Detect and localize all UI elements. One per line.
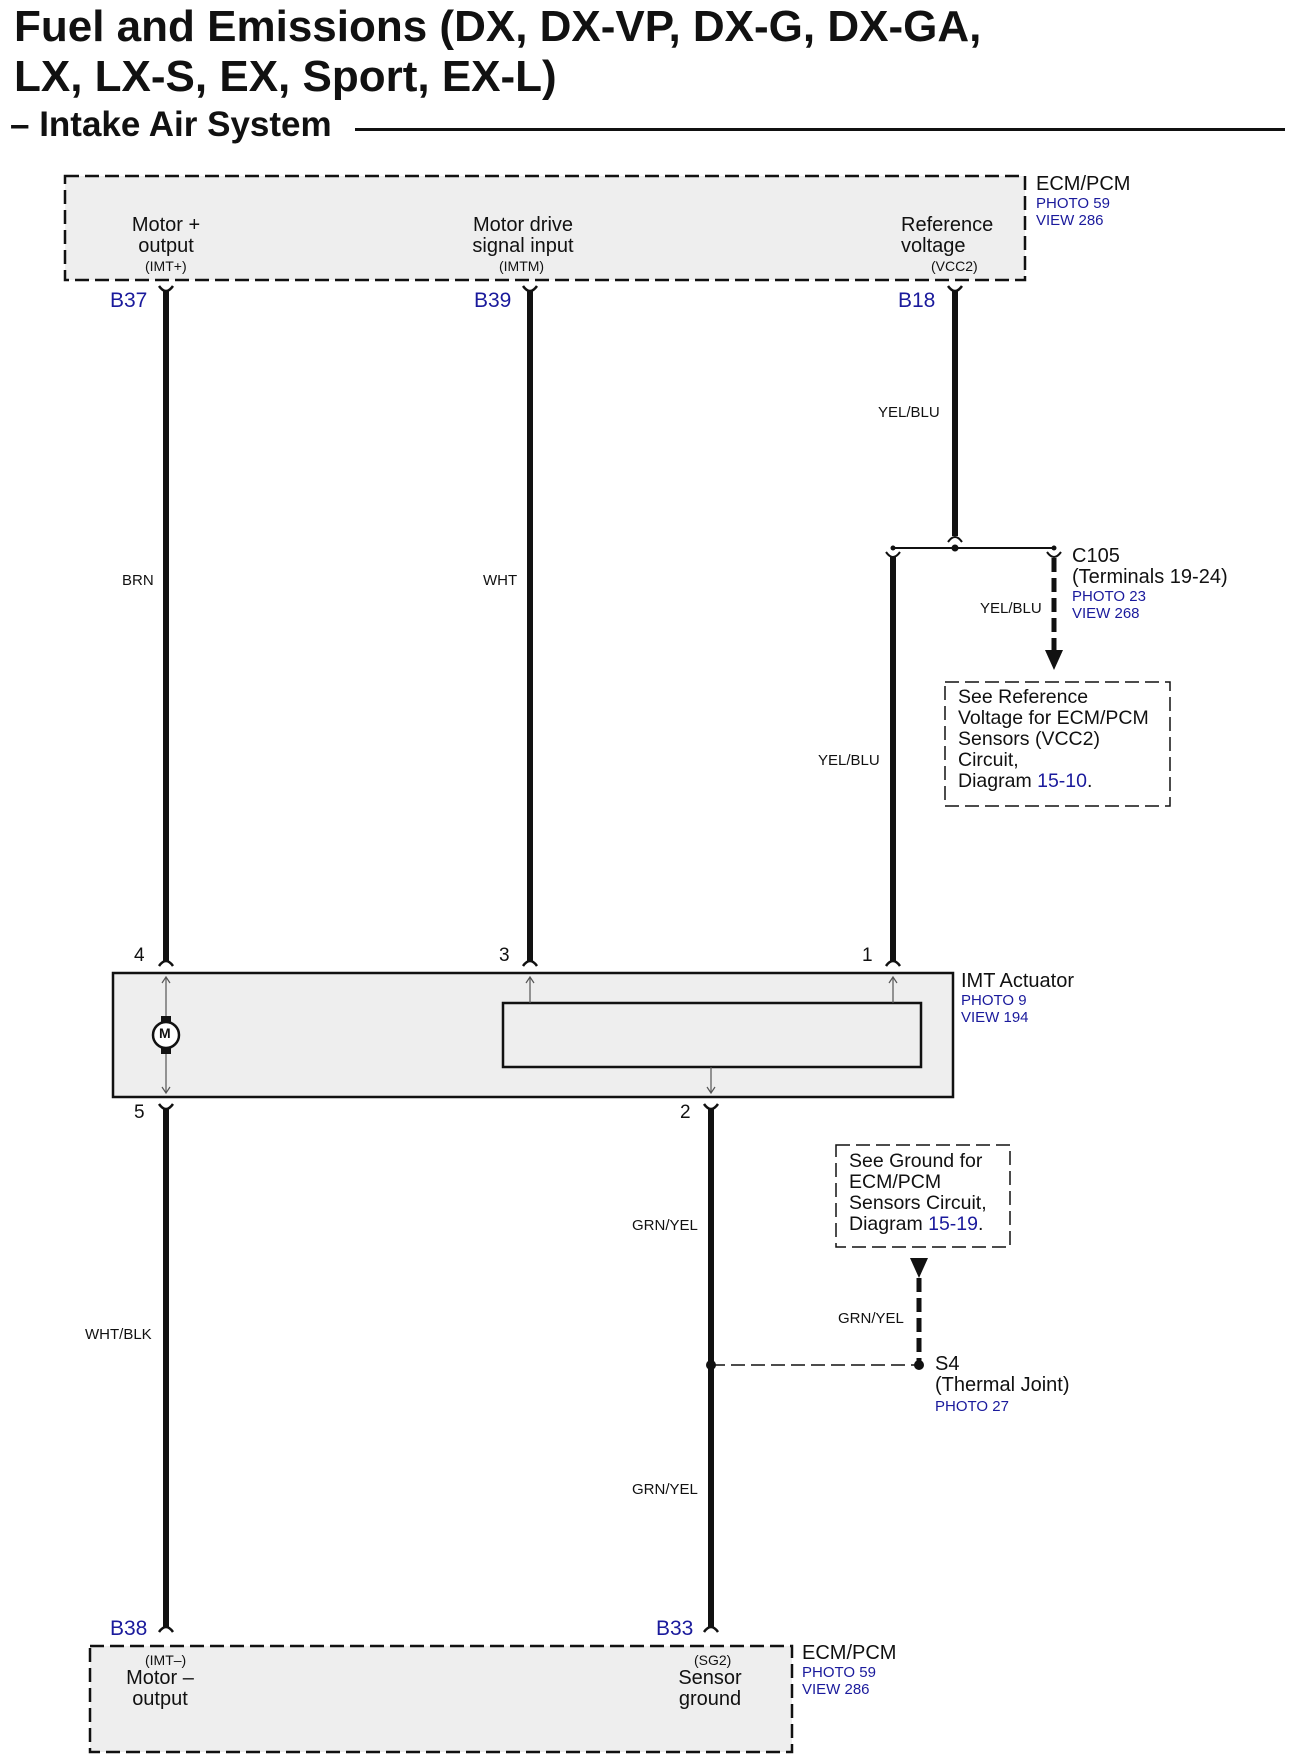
- c105-terminals: (Terminals 19-24): [1072, 566, 1228, 588]
- page-title: Fuel and Emissions (DX, DX-VP, DX-G, DX-…: [14, 2, 981, 102]
- c105-pin-left: [885, 551, 901, 558]
- s4-name: S4: [935, 1353, 960, 1375]
- pin-b39: B39: [474, 289, 512, 312]
- wire-label-yel-blu-branch: YEL/BLU: [980, 600, 1042, 617]
- wire-label-yel-blu-left: YEL/BLU: [818, 752, 880, 769]
- actuator-name: IMT Actuator: [961, 970, 1075, 992]
- c105-view[interactable]: VIEW 268: [1072, 605, 1140, 622]
- wire-label-brn: BRN: [122, 572, 154, 589]
- pin-cup-5: [157, 1103, 175, 1111]
- pin-b37: B37: [110, 289, 148, 312]
- ref-link-15-19[interactable]: 15-19: [928, 1213, 978, 1235]
- pin-cup-4: [157, 959, 175, 967]
- ecm-bottom-terminal-imt-minus: Motor – output: [126, 1667, 194, 1710]
- pin-cup-3: [521, 959, 539, 967]
- c105-name: C105: [1072, 545, 1120, 567]
- actuator-pin-4: 4: [134, 945, 145, 966]
- wire-label-grn-yel-lower: GRN/YEL: [632, 1481, 698, 1498]
- signal-imtm: (IMTM): [499, 258, 545, 274]
- ecm-bottom-view[interactable]: VIEW 286: [802, 1681, 870, 1698]
- actuator-pin-1: 1: [862, 945, 873, 966]
- pin-cup-b18: [946, 285, 964, 293]
- title-line-2: LX, LX-S, EX, Sport, EX-L): [14, 52, 557, 101]
- pin-cup-b37: [157, 285, 175, 293]
- subtitle-rule: [355, 128, 1285, 131]
- pin-cup-b38: [157, 1625, 175, 1633]
- ground-branch-arrow: [910, 1258, 928, 1278]
- title-line-1: Fuel and Emissions (DX, DX-VP, DX-G, DX-…: [14, 2, 982, 51]
- c105-pin-right: [1046, 551, 1062, 558]
- c105-cup-center: [947, 536, 963, 543]
- pin-b18: B18: [898, 289, 936, 312]
- ecm-top-view[interactable]: VIEW 286: [1036, 212, 1104, 229]
- ecm-bottom-box: [88, 1644, 794, 1754]
- ecm-bottom-name: ECM/PCM: [802, 1642, 897, 1664]
- c105-photo[interactable]: PHOTO 23: [1072, 588, 1146, 605]
- ecm-top-photo[interactable]: PHOTO 59: [1036, 195, 1110, 212]
- ecm-top-terminal-vcc2: Reference voltage: [901, 214, 994, 257]
- pin-cup-b33: [702, 1625, 720, 1633]
- actuator-view[interactable]: VIEW 194: [961, 1009, 1029, 1026]
- signal-vcc2: (VCC2): [931, 258, 978, 274]
- signal-sg2: (SG2): [694, 1652, 732, 1668]
- ecm-bottom-photo[interactable]: PHOTO 59: [802, 1664, 876, 1681]
- s4-junction-left: [706, 1360, 716, 1370]
- ref-box-vcc2-frame: [944, 681, 1171, 807]
- imt-control-module: [501, 1001, 923, 1069]
- wire-label-grn-yel-branch: GRN/YEL: [838, 1310, 904, 1327]
- signal-imt-minus: (IMT–): [145, 1652, 187, 1668]
- c105-junction: [951, 544, 959, 552]
- wire-label-grn-yel-upper: GRN/YEL: [632, 1217, 698, 1234]
- c105-branch-arrow: [1045, 650, 1063, 670]
- page-subtitle: – Intake Air System: [10, 105, 332, 144]
- ecm-top-terminal-imt-plus: Motor + output: [131, 214, 201, 257]
- ref-box-ground-frame: [835, 1144, 1011, 1248]
- ecm-top-terminal-imtm: Motor drive signal input: [472, 214, 574, 257]
- ecm-top-box: [63, 174, 1027, 282]
- imt-actuator-box: [111, 971, 955, 1099]
- wire-label-wht-blk: WHT/BLK: [85, 1326, 152, 1343]
- ref-box-ground: See Ground for ECM/PCM Sensors Circuit, …: [849, 1150, 987, 1235]
- s4-desc: (Thermal Joint): [935, 1374, 1070, 1396]
- pin-cup-1: [884, 959, 902, 967]
- actuator-photo[interactable]: PHOTO 9: [961, 992, 1027, 1009]
- actuator-pin-2: 2: [680, 1102, 691, 1123]
- actuator-pin-5: 5: [134, 1102, 145, 1123]
- ref-box-vcc2: See Reference Voltage for ECM/PCM Sensor…: [958, 686, 1149, 792]
- ecm-bottom-terminal-sg2: Sensor ground: [678, 1667, 742, 1710]
- actuator-pin-3: 3: [499, 945, 510, 966]
- wire-label-wht: WHT: [483, 572, 518, 589]
- pin-cup-b39: [521, 285, 539, 293]
- wire-label-yel-blu-top: YEL/BLU: [878, 404, 940, 421]
- s4-junction-right: [914, 1360, 924, 1370]
- pin-cup-2: [702, 1103, 720, 1111]
- pin-b38: B38: [110, 1617, 148, 1640]
- s4-photo[interactable]: PHOTO 27: [935, 1398, 1009, 1415]
- signal-imt-plus: (IMT+): [145, 258, 187, 274]
- motor-symbol-letter: M: [159, 1025, 171, 1041]
- pin-b33: B33: [656, 1617, 694, 1640]
- ecm-top-name: ECM/PCM: [1036, 173, 1131, 195]
- ref-link-15-10[interactable]: 15-10: [1037, 770, 1087, 792]
